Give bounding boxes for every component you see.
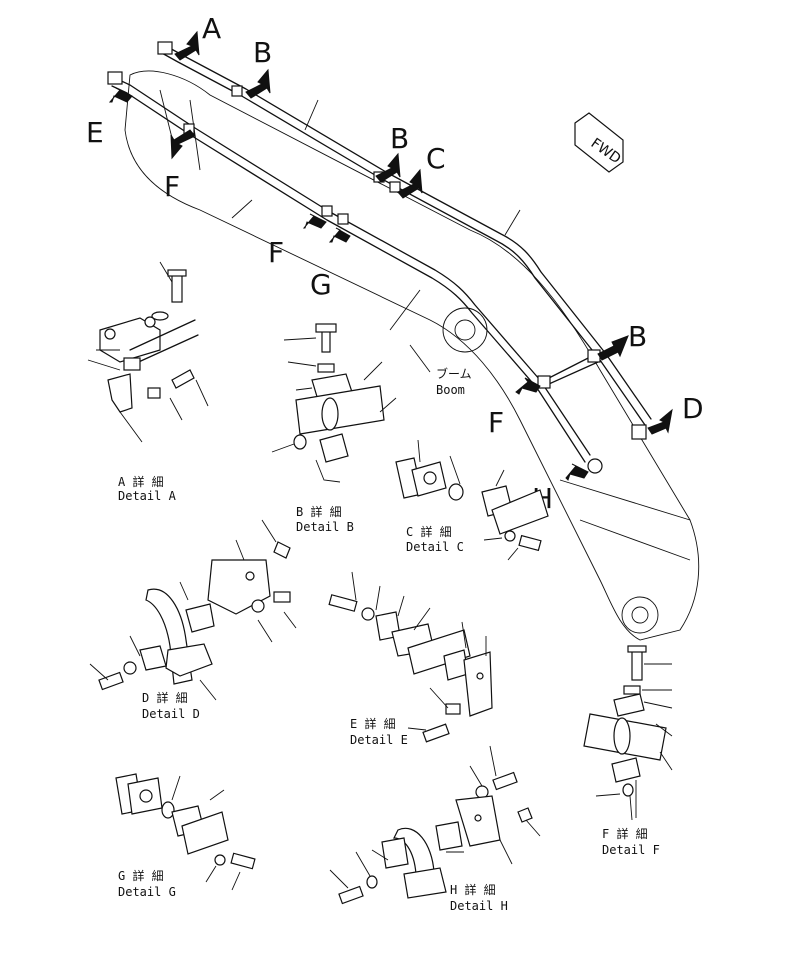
detail-e-jp: E 詳 細 xyxy=(350,716,396,731)
arrow-c xyxy=(397,168,423,199)
detail-e: E 詳 細 Detail E xyxy=(328,571,493,747)
detail-g-en: Detail G xyxy=(118,885,176,899)
callout-b3: B xyxy=(628,320,647,353)
arrow-f3 xyxy=(515,377,541,395)
detail-a-jp: A 詳 細 xyxy=(118,474,164,489)
detail-c-jp: C 詳 細 xyxy=(406,524,452,539)
detail-e-en: Detail E xyxy=(350,733,408,747)
arrow-b3 xyxy=(597,335,629,361)
callout-f1: F xyxy=(164,170,180,203)
arrow-e xyxy=(108,87,133,103)
arrow-f2 xyxy=(302,213,327,229)
arrow-f1 xyxy=(170,129,196,160)
detail-b-en: Detail B xyxy=(296,520,354,534)
callout-a: A xyxy=(202,12,221,45)
callout-c: C xyxy=(426,142,446,175)
detail-g: G 詳 細 Detail G xyxy=(115,773,256,899)
boom-label-en: Boom xyxy=(436,383,465,397)
detail-f: F 詳 細 Detail F xyxy=(583,645,673,857)
callout-b1: B xyxy=(253,36,272,69)
detail-c: C 詳 細 Detail C xyxy=(395,439,549,561)
fwd-indicator: FWD xyxy=(574,112,624,173)
boom-body xyxy=(124,70,700,641)
callout-letters: A B E F B C F G B F D H xyxy=(86,12,704,515)
detail-h-jp: H 詳 細 xyxy=(450,882,496,897)
detail-d: D 詳 細 Detail D xyxy=(89,519,297,721)
detail-b-jp: B 詳 細 xyxy=(296,504,342,519)
detail-g-jp: G 詳 細 xyxy=(118,868,164,883)
arrow-h xyxy=(565,463,589,481)
callout-d: D xyxy=(682,392,704,425)
callout-b2: B xyxy=(390,122,409,155)
detail-a-en: Detail A xyxy=(118,489,177,503)
callout-arrows xyxy=(108,30,673,481)
detail-f-jp: F 詳 細 xyxy=(602,826,648,841)
callout-f2: F xyxy=(268,236,284,269)
arrow-a xyxy=(174,30,200,61)
detail-d-jp: D 詳 細 xyxy=(142,690,188,705)
arrow-g xyxy=(328,227,351,243)
detail-h-en: Detail H xyxy=(450,899,508,913)
detail-h: H 詳 細 Detail H xyxy=(329,745,541,913)
callout-f3: F xyxy=(488,406,504,439)
boom-label-jp: ブーム xyxy=(436,366,472,381)
detail-b: B 詳 細 Detail B xyxy=(271,323,397,534)
callout-e: E xyxy=(86,116,104,149)
callout-g: G xyxy=(310,268,332,301)
arrow-b2 xyxy=(375,152,401,183)
hydraulic-lines xyxy=(107,41,652,474)
detail-a: A 詳 細 Detail A xyxy=(87,261,209,503)
arrow-d xyxy=(647,408,673,435)
detail-f-en: Detail F xyxy=(602,843,660,857)
detail-d-en: Detail D xyxy=(142,707,200,721)
detail-c-en: Detail C xyxy=(406,540,464,554)
arrow-b1 xyxy=(245,68,271,99)
